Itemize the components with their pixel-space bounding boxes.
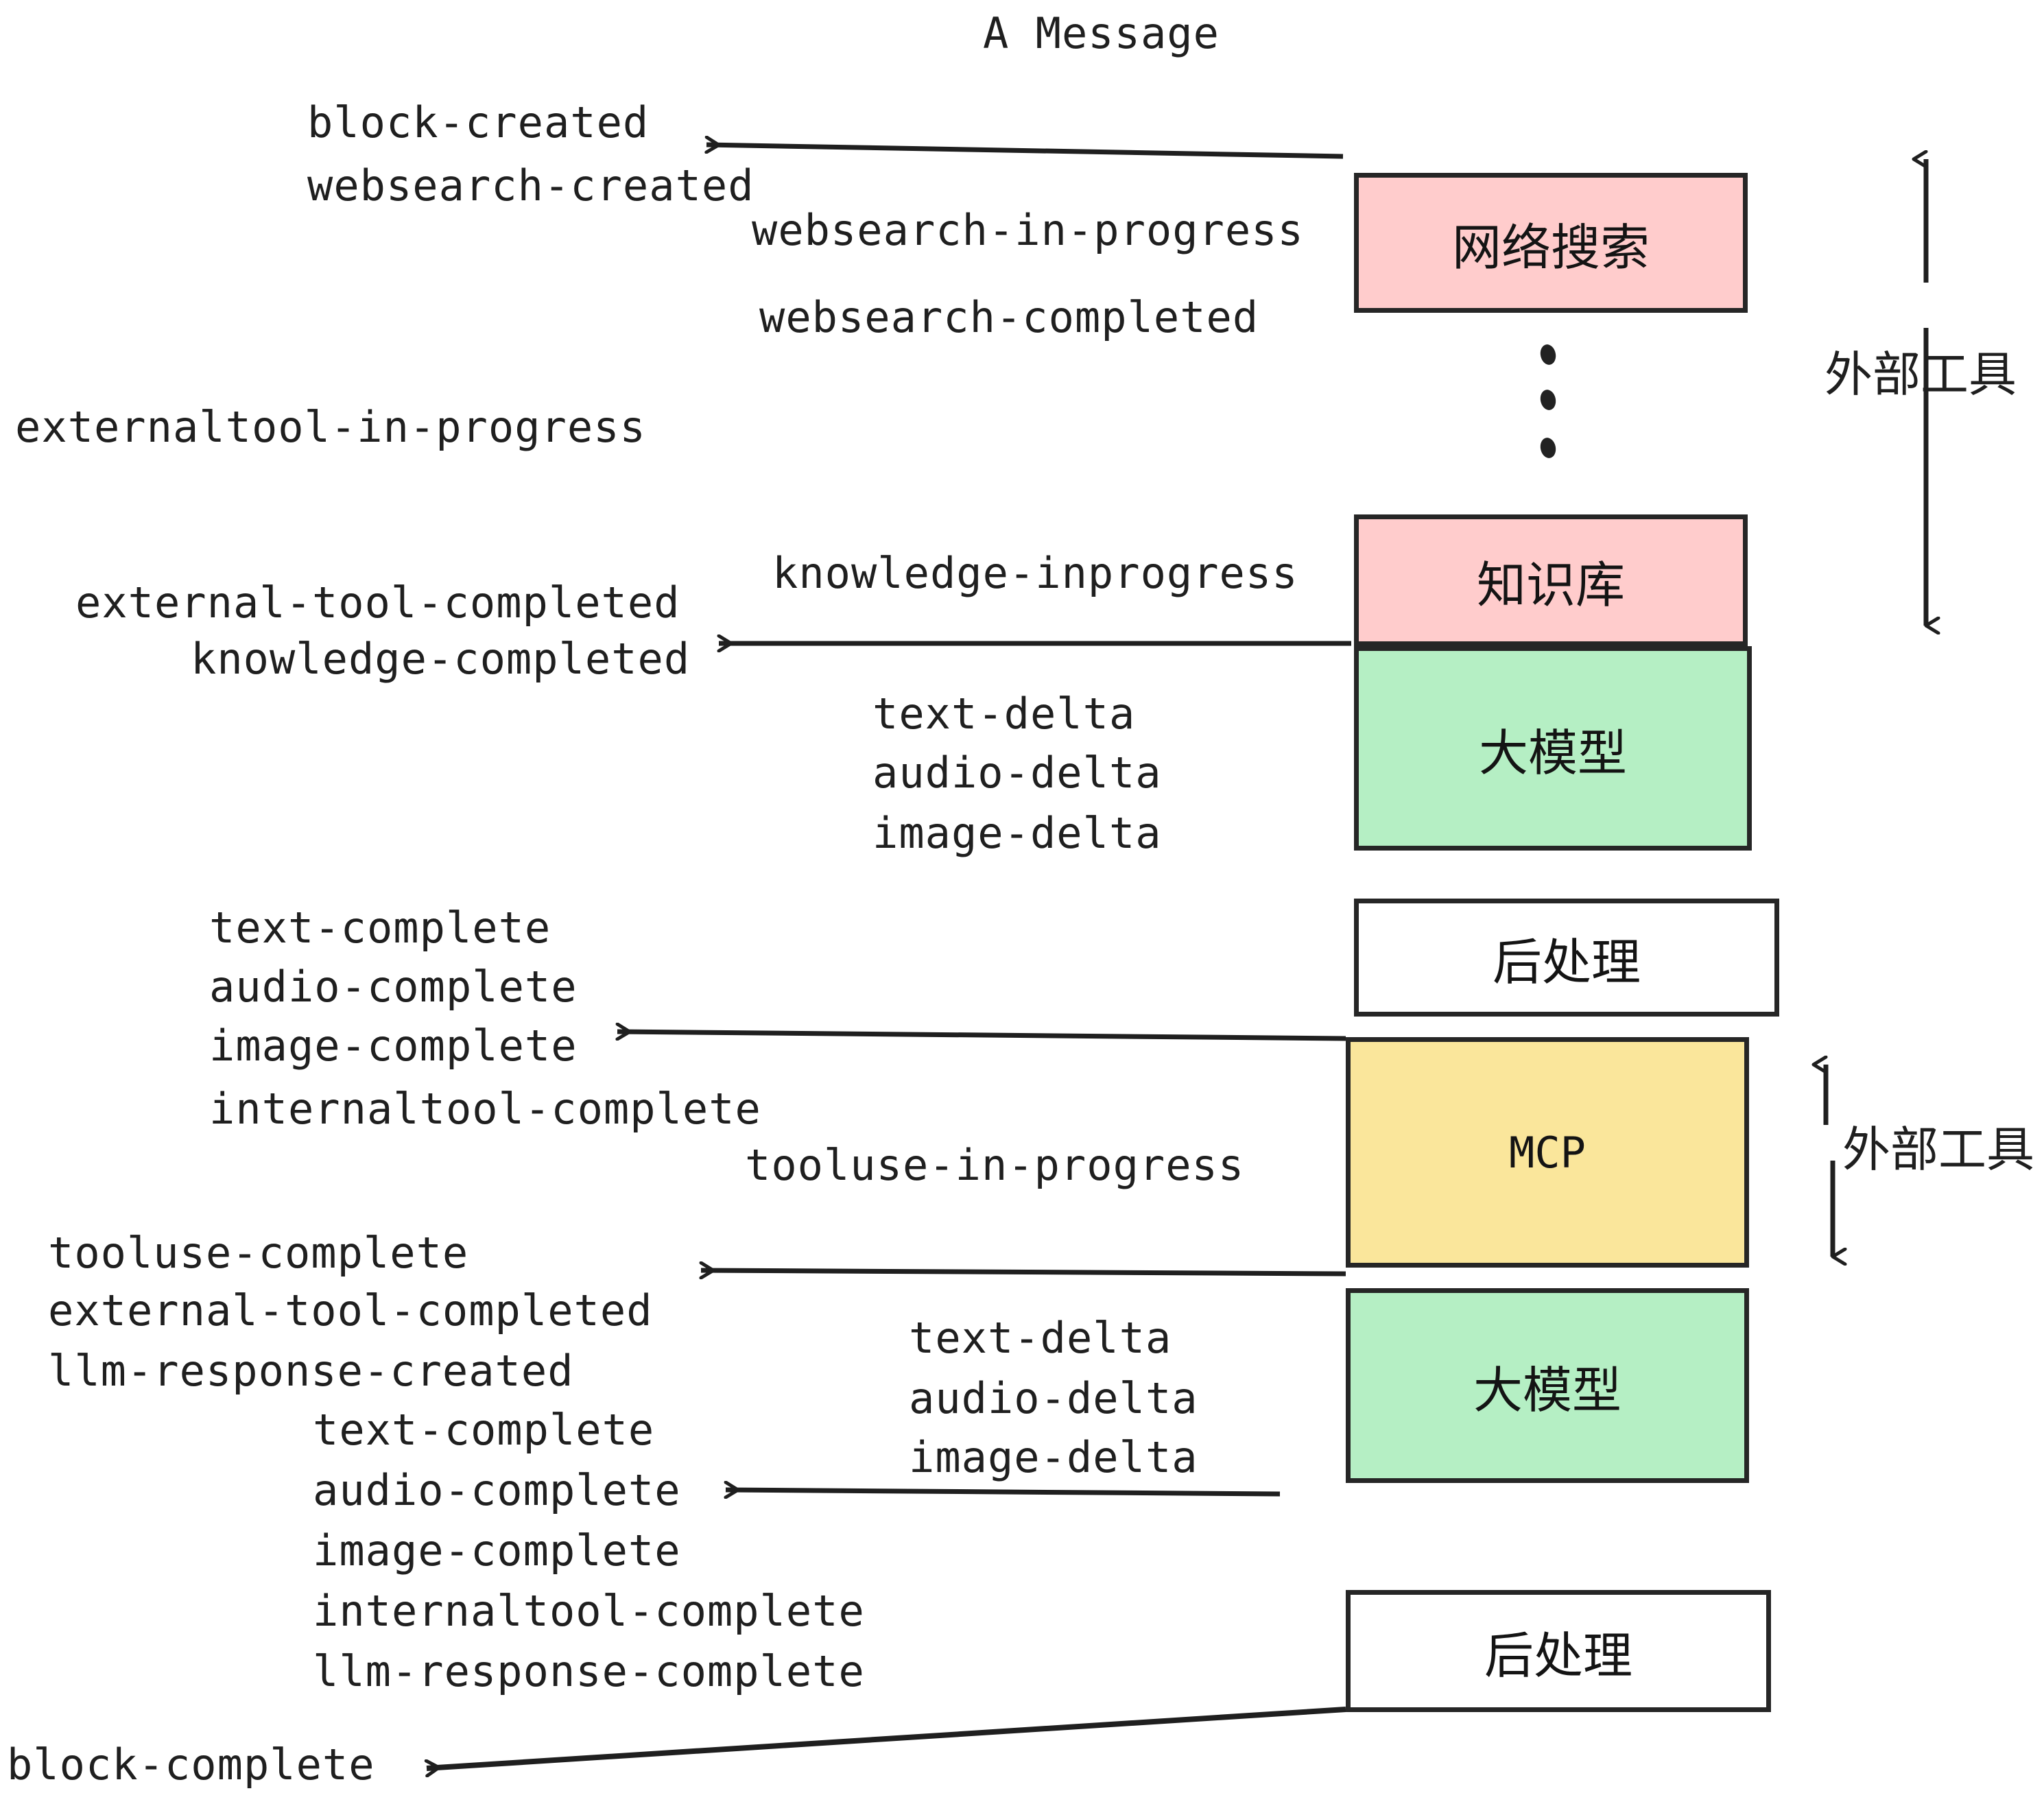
box-llm-bottom[interactable]: 大模型	[1346, 1288, 1749, 1483]
ellipsis-dot-1	[1538, 343, 1558, 366]
box-knowledge[interactable]: 知识库	[1354, 514, 1748, 646]
box-postprocess-bottom[interactable]: 后处理	[1346, 1590, 1771, 1712]
event-websearch-completed: websearch-completed	[759, 292, 1259, 342]
box-websearch-label: 网络搜索	[1451, 218, 1650, 276]
box-llm-top-label: 大模型	[1478, 724, 1627, 782]
ellipsis-dot-2	[1538, 388, 1558, 412]
box-mcp-label: MCP	[1509, 1127, 1586, 1178]
arrow-mcp-to-tooluse-complete	[701, 1270, 1346, 1274]
event-image-complete-1: image-complete	[209, 1021, 578, 1071]
event-knowledge-inprogress: knowledge-inprogress	[772, 548, 1298, 598]
event-audio-complete-2: audio-complete	[313, 1465, 681, 1515]
event-internaltool-complete-2: internaltool-complete	[313, 1586, 865, 1636]
event-internaltool-complete-1: internaltool-complete	[209, 1084, 761, 1134]
event-llm-response-complete: llm-response-complete	[313, 1646, 865, 1696]
label-external-tools-bottom: 外部工具	[1842, 1121, 2034, 1178]
event-websearch-created: websearch-created	[307, 161, 754, 211]
event-llm-response-created: llm-response-created	[48, 1346, 574, 1396]
label-external-tools-top: 外部工具	[1825, 346, 2017, 403]
arrow-llm-to-audio-complete	[726, 1490, 1281, 1494]
box-knowledge-label: 知识库	[1476, 556, 1625, 614]
box-llm-bottom-label: 大模型	[1473, 1361, 1621, 1419]
event-text-complete-2: text-complete	[313, 1405, 655, 1455]
event-tooluse-in-progress: tooluse-in-progress	[745, 1140, 1245, 1190]
box-mcp[interactable]: MCP	[1346, 1037, 1749, 1268]
event-knowledge-completed: knowledge-completed	[191, 634, 691, 684]
arrow-websearch-to-block-created	[706, 145, 1344, 159]
event-externaltool-in-progress: externaltool-in-progress	[15, 402, 646, 452]
box-websearch[interactable]: 网络搜索	[1354, 173, 1748, 313]
event-text-complete-1: text-complete	[209, 903, 551, 953]
event-text-delta-2: text-delta	[909, 1313, 1172, 1363]
event-websearch-in-progress: websearch-in-progress	[752, 205, 1304, 255]
arrow-postprocess-to-block-complete	[427, 1707, 1346, 1768]
box-llm-top[interactable]: 大模型	[1354, 646, 1752, 851]
event-image-delta-1: image-delta	[872, 808, 1162, 858]
event-audio-delta-1: audio-delta	[872, 748, 1162, 798]
event-image-complete-2: image-complete	[313, 1526, 681, 1576]
box-postprocess-bottom-label: 后处理	[1484, 1626, 1632, 1685]
box-postprocess-top-label: 后处理	[1492, 933, 1641, 991]
event-audio-complete-1: audio-complete	[209, 962, 578, 1012]
box-postprocess-top[interactable]: 后处理	[1354, 899, 1779, 1017]
event-external-tool-completed-2: external-tool-completed	[48, 1285, 653, 1336]
ellipsis-dot-3	[1538, 436, 1558, 460]
event-external-tool-completed-1: external-tool-completed	[75, 578, 680, 628]
event-block-complete: block-complete	[7, 1740, 375, 1790]
event-text-delta-1: text-delta	[872, 689, 1136, 739]
page-title: A Message	[983, 8, 1220, 58]
event-image-delta-2: image-delta	[909, 1432, 1198, 1482]
event-audio-delta-2: audio-delta	[909, 1373, 1198, 1423]
event-block-created: block-created	[307, 97, 650, 147]
arrow-postprocess-to-image-complete	[617, 1032, 1346, 1041]
event-tooluse-complete: tooluse-complete	[48, 1228, 469, 1278]
